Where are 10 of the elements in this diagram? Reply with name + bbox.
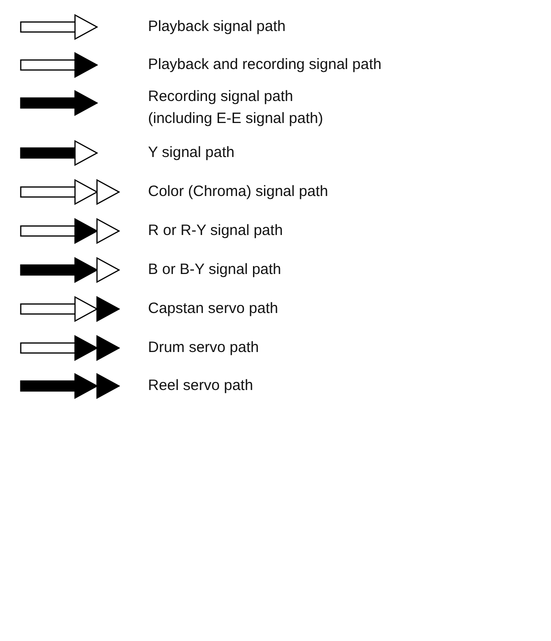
legend-text: R or R-Y signal path: [148, 221, 284, 241]
legend-text: B or B-Y signal path: [148, 260, 282, 280]
legend-text: Capstan servo path: [148, 299, 280, 319]
legend-text: Playback signal path: [148, 17, 287, 37]
legend-text: Recording signal path (including E-E signal path): [148, 87, 324, 129]
legend-text: Playback and recording signal path: [148, 55, 382, 75]
legend-text: Y signal path: [148, 143, 236, 163]
legend-text: Drum servo path: [148, 338, 260, 358]
legend-text: Color (Chroma) signal path: [148, 182, 330, 202]
legend-text: Reel servo path: [148, 376, 254, 396]
